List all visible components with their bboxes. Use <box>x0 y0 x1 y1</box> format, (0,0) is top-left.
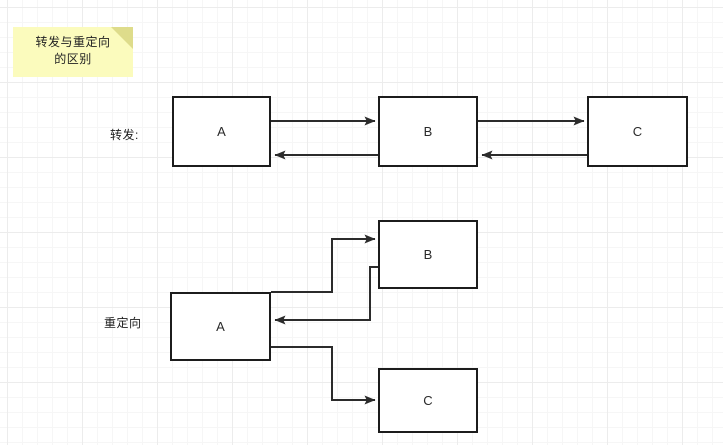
connector-redirect-a-to-c <box>271 346 376 405</box>
sticky-note-fold-icon <box>111 27 133 49</box>
forward-node-b-label: B <box>423 124 433 139</box>
redirect-node-c[interactable]: C <box>378 368 478 433</box>
redirect-node-b-label: B <box>423 247 433 262</box>
redirect-node-b[interactable]: B <box>378 220 478 289</box>
connector-redirect-a-to-b <box>271 234 376 293</box>
forward-node-a-label: A <box>217 124 226 139</box>
forward-node-c[interactable]: C <box>587 96 688 167</box>
redirect-node-a-label: A <box>216 319 225 334</box>
sticky-note-line-2: 的区别 <box>54 52 92 66</box>
forward-node-c-label: C <box>632 124 643 139</box>
forward-node-b[interactable]: B <box>378 96 478 167</box>
sticky-note[interactable]: 转发与重定向 的区别 <box>13 27 133 77</box>
sticky-note-line-1: 转发与重定向 <box>35 35 111 49</box>
forward-diagram-label: 转发: <box>110 128 139 142</box>
connector-redirect-b-to-a <box>274 266 378 325</box>
redirect-diagram-label: 重定向 <box>104 316 142 330</box>
redirect-node-a[interactable]: A <box>170 292 271 361</box>
redirect-node-c-label: C <box>423 393 433 408</box>
forward-node-a[interactable]: A <box>172 96 271 167</box>
